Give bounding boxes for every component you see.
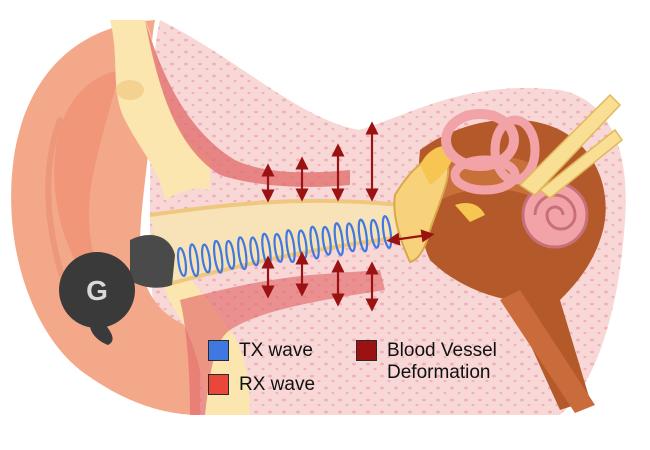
tx-wave-ring (309, 225, 320, 260)
tx-wave-ring (212, 239, 224, 274)
tx-wave-ring (188, 243, 200, 278)
blood-vessel-label: Blood Vessel Deformation (387, 340, 497, 384)
tx-waves (176, 215, 393, 278)
tx-wave-ring (285, 229, 296, 264)
tissue-bands (145, 20, 385, 415)
blood-vessel-arrows (261, 121, 435, 312)
legend-rx: RX wave (208, 374, 315, 396)
tx-wave-ring (273, 232, 284, 263)
double-arrow-icon (386, 229, 435, 246)
auditory-nerve (518, 93, 624, 199)
tx-wave-ring (201, 243, 212, 274)
tx-wave-ring (333, 222, 345, 257)
tx-wave-ring (176, 247, 188, 277)
blood-vessel-swatch (356, 340, 377, 361)
earbud-logo-letter: G (86, 275, 108, 306)
legend-tx: TX wave (208, 340, 313, 362)
blood-vessel-label-line1: Blood Vessel (387, 340, 497, 361)
tx-wave-ring (345, 222, 356, 253)
rx-swatch (208, 374, 229, 395)
tx-swatch (208, 340, 229, 361)
tx-wave-ring (357, 218, 369, 253)
tx-label: TX wave (239, 340, 313, 361)
tx-wave-ring (237, 236, 248, 271)
tx-wave-ring (369, 218, 380, 249)
tx-wave-ring (249, 236, 260, 267)
tx-wave-ring (321, 225, 332, 256)
blood-vessel-label-line2: Deformation (387, 362, 491, 383)
rx-label: RX wave (239, 374, 316, 395)
earbud: G (59, 235, 175, 345)
legend-blood-vessel: Blood Vessel Deformation (356, 340, 497, 384)
cochlea (441, 109, 589, 249)
outer-ear (11, 20, 201, 415)
tx-wave-ring (225, 239, 236, 270)
